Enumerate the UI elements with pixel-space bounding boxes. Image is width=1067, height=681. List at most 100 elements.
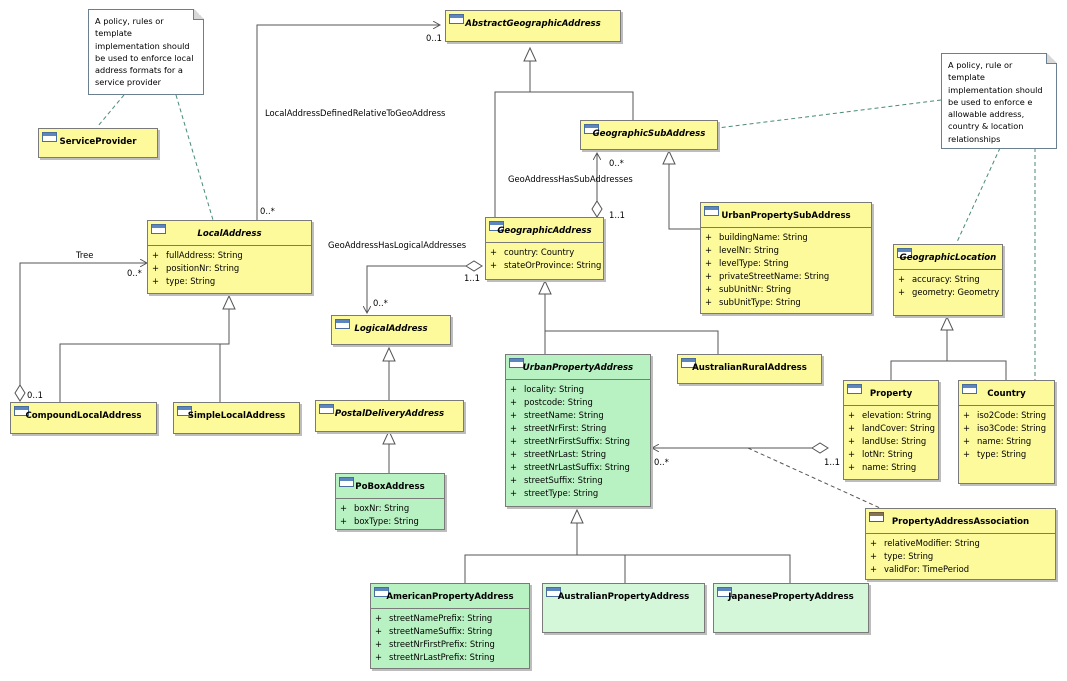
attribute: +elevation: String <box>848 410 932 420</box>
attribute-list: +iso2Code: String +iso3Code: String +nam… <box>959 405 1054 464</box>
attribute: +streetNrLastPrefix: String <box>375 652 495 662</box>
class-name: SimpleLocalAddress <box>187 411 286 421</box>
attribute: +streetNrFirstSuffix: String <box>510 436 630 446</box>
class-name: UrbanPropertySubAddress <box>721 211 851 221</box>
attribute: +landUse: String <box>848 436 927 446</box>
class-geographic-sub-address[interactable]: GeographicSubAddress <box>580 120 718 150</box>
class-postal-delivery-address[interactable]: PostalDeliveryAddress <box>315 400 464 432</box>
class-icon <box>335 319 350 329</box>
class-name: AustralianPropertyAddress <box>557 592 690 602</box>
aggregation-diamond <box>591 200 603 218</box>
attribute-list: +boxNr: String +boxType: String <box>336 498 444 531</box>
note-link-line <box>175 94 214 221</box>
class-icon <box>319 404 334 414</box>
class-abstract-geographic-address[interactable]: AbstractGeographicAddress <box>445 10 621 42</box>
class-pobox-address[interactable]: PoBoxAddress +boxNr: String +boxType: St… <box>335 473 445 530</box>
multiplicity-label: 0..1 <box>426 33 442 43</box>
attribute: +levelNr: String <box>705 245 779 255</box>
class-property[interactable]: Property +elevation: String +landCover: … <box>843 380 939 480</box>
class-local-address[interactable]: LocalAddress +fullAddress: String +posit… <box>147 220 312 294</box>
attribute: +streetNrFirst: String <box>510 423 607 433</box>
attribute: +stateOrProvince: String <box>490 260 602 270</box>
aggregation-diamond <box>811 442 829 454</box>
class-compound-local-address[interactable]: CompoundLocalAddress <box>10 402 157 434</box>
class-logical-address[interactable]: LogicalAddress <box>331 315 451 345</box>
attribute: +boxNr: String <box>340 503 410 513</box>
class-geographic-address[interactable]: GeographicAddress +country: Country +sta… <box>485 217 604 280</box>
attribute-list: +accuracy: String +geometry: Geometry <box>894 269 1002 302</box>
generalization-arrow <box>382 429 396 445</box>
attribute: +validFor: TimePeriod <box>870 564 970 574</box>
attribute: +name: String <box>963 436 1032 446</box>
attribute: +levelType: String <box>705 258 789 268</box>
class-australian-property-address[interactable]: AustralianPropertyAddress <box>542 583 705 633</box>
attribute-list: +locality: String +postcode: String +str… <box>506 379 650 503</box>
class-japanese-property-address[interactable]: JapanesePropertyAddress <box>713 583 869 633</box>
location-generalization-line <box>890 360 1007 380</box>
class-name: AbstractGeographicAddress <box>465 19 601 29</box>
tree-association-line <box>19 263 147 385</box>
class-property-address-association[interactable]: PropertyAddressAssociation +relativeModi… <box>865 508 1056 580</box>
attribute: +subUnitType: String <box>705 297 801 307</box>
attribute: +privateStreetName: String <box>705 271 830 281</box>
attribute: +type: String <box>152 276 216 286</box>
class-name: GeographicAddress <box>497 226 592 236</box>
class-name: AustralianRuralAddress <box>692 363 807 373</box>
geo-has-logical-line <box>367 265 482 313</box>
attribute: +iso2Code: String <box>963 410 1047 420</box>
attribute: +type: String <box>870 551 934 561</box>
class-country[interactable]: Country +iso2Code: String +iso3Code: Str… <box>958 380 1055 484</box>
class-name: UrbanPropertyAddress <box>522 363 634 373</box>
class-icon <box>704 206 719 216</box>
class-service-provider[interactable]: ServiceProvider <box>38 128 158 158</box>
generalization-arrow <box>523 46 537 62</box>
class-name: GeographicLocation <box>899 253 997 263</box>
multiplicity-label: 0..* <box>127 268 142 278</box>
attribute-list: +buildingName: String +levelNr: String +… <box>701 227 871 312</box>
class-icon <box>962 384 977 394</box>
aggregation-diamond <box>465 260 483 272</box>
class-urban-property-address[interactable]: UrbanPropertyAddress +locality: String +… <box>505 354 651 507</box>
class-icon <box>374 587 389 597</box>
class-name: Property <box>869 389 913 399</box>
class-icon <box>177 406 192 416</box>
class-urban-property-sub-address[interactable]: UrbanPropertySubAddress +buildingName: S… <box>700 202 872 314</box>
multiplicity-label: 0..* <box>609 158 624 168</box>
multiplicity-label: 0..* <box>373 298 388 308</box>
class-icon <box>847 384 862 394</box>
attribute: +streetNamePrefix: String <box>375 613 493 623</box>
class-simple-local-address[interactable]: SimpleLocalAddress <box>173 402 300 434</box>
generalization-arrow <box>570 508 584 524</box>
compound-generalization-line <box>59 307 230 402</box>
class-icon <box>489 221 504 231</box>
attribute: +positionNr: String <box>152 263 240 273</box>
class-name: JapanesePropertyAddress <box>728 592 854 602</box>
generalization-arrow <box>662 149 676 165</box>
class-name: PropertyAddressAssociation <box>891 517 1030 527</box>
class-australian-rural-address[interactable]: AustralianRuralAddress <box>677 354 822 384</box>
multiplicity-label: 1..1 <box>609 210 625 220</box>
association-label-geo-has-sub: GeoAddressHasSubAddresses <box>508 174 633 184</box>
multiplicity-label: 0..* <box>260 206 275 216</box>
multiplicity-label: 0..* <box>654 457 669 467</box>
attribute: +accuracy: String <box>898 274 980 284</box>
multiplicity-label: 0..1 <box>27 390 43 400</box>
class-icon <box>42 132 57 142</box>
attribute: +postcode: String <box>510 397 593 407</box>
class-american-property-address[interactable]: AmericanPropertyAddress +streetNamePrefi… <box>370 583 530 669</box>
class-icon <box>546 587 561 597</box>
class-name: Country <box>987 389 1026 399</box>
attribute: +streetNrLast: String <box>510 449 607 459</box>
class-name: PoBoxAddress <box>355 482 425 492</box>
association-class-icon <box>869 512 884 522</box>
association-class-link-line <box>747 447 881 509</box>
class-icon <box>584 124 599 134</box>
note-link-line <box>956 147 1001 243</box>
class-geographic-location[interactable]: GeographicLocation +accuracy: String +ge… <box>893 244 1003 316</box>
class-name: ServiceProvider <box>59 137 137 147</box>
attribute: +buildingName: String <box>705 232 808 242</box>
attribute: +relativeModifier: String <box>870 538 980 548</box>
generalization-arrow <box>382 346 396 362</box>
geoaddress-generalization-line <box>494 53 531 217</box>
class-icon <box>717 587 732 597</box>
